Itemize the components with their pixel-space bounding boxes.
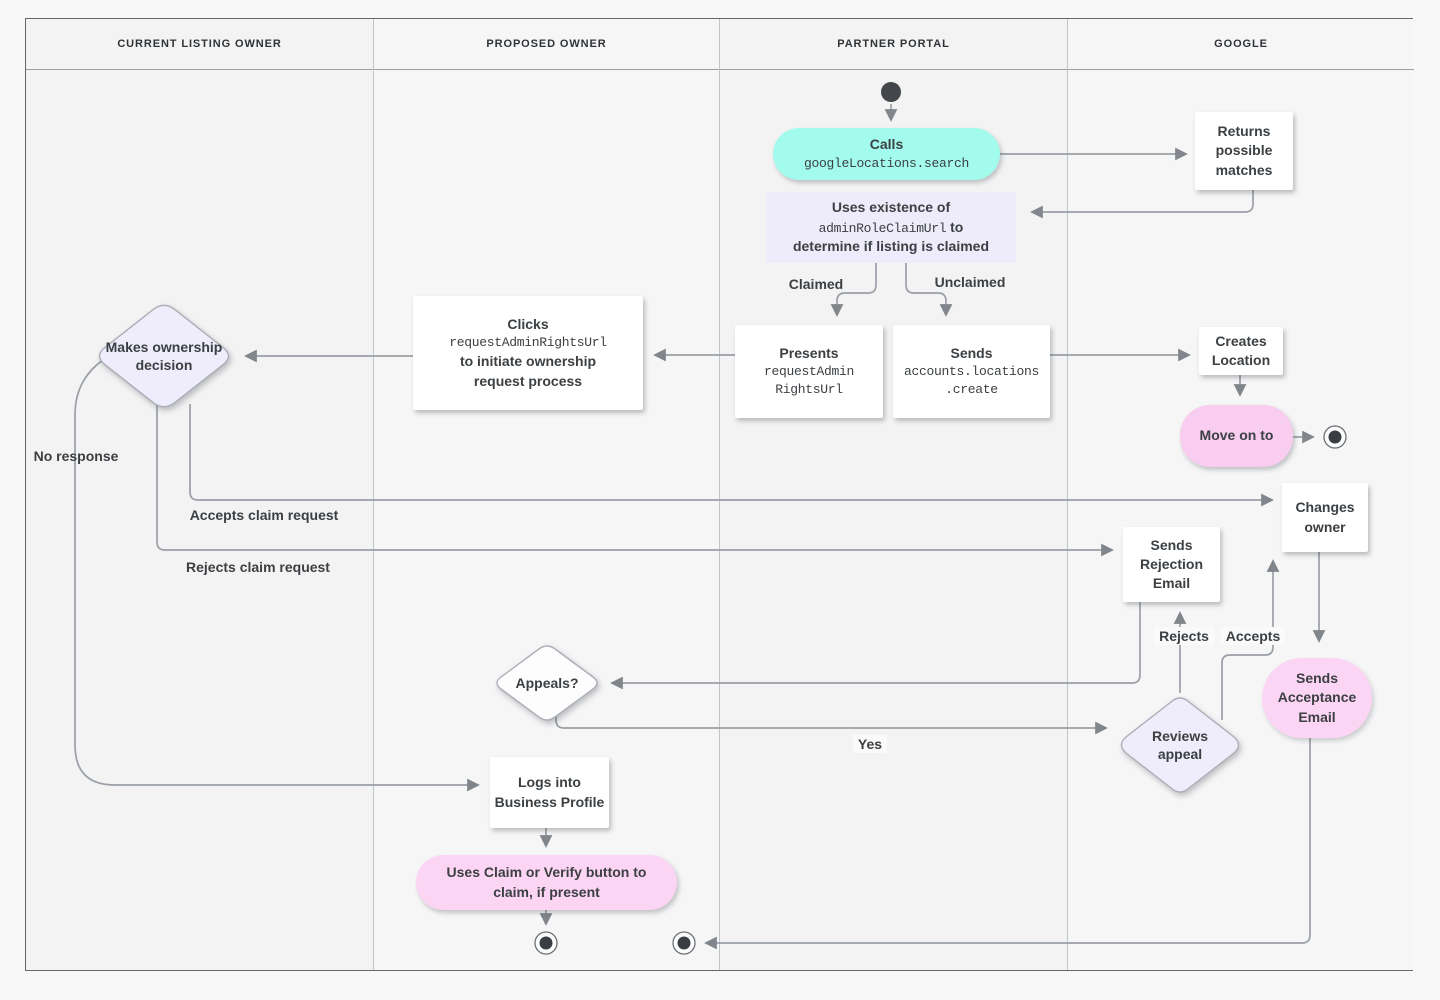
edge-label-yes: Yes <box>852 734 888 754</box>
calls-google-locations-search-node: Calls googleLocations.search <box>773 128 1000 180</box>
edge-label-rejects: Rejects <box>1154 626 1214 646</box>
makes-decision-diamond <box>98 304 230 408</box>
clicks-request-admin-rights-url-node: Clicks requestAdminRightsUrl to initiate… <box>413 296 643 410</box>
edge-label-claimed: Claimed <box>788 275 844 292</box>
edge-appeals-yes-to-reviews <box>555 714 1108 735</box>
presents-request-admin-rights-url-node: Presents requestAdmin RightsUrl <box>735 325 883 418</box>
lane-header-partner-portal: PARTNER PORTAL <box>720 19 1067 70</box>
edge-label-accepts: Accepts <box>1220 626 1286 646</box>
edge-returns-to-uses <box>1030 190 1254 219</box>
end-node-partner-portal <box>672 931 696 955</box>
edge-label-unclaimed: Unclaimed <box>934 273 1006 290</box>
edge-label-accepts-claim-request: Accepts claim request <box>189 506 339 523</box>
move-on-to-node: Move on to <box>1180 405 1293 467</box>
edge-label-no-response: No response <box>33 447 119 464</box>
claim-or-verify-node: Uses Claim or Verify button to claim, if… <box>416 855 677 910</box>
reviews-appeal-label: Reviews appeal <box>1151 727 1209 762</box>
lane-header-proposed-owner: PROPOSED OWNER <box>374 19 719 70</box>
edge-uses-claimed-branch <box>830 263 877 317</box>
appeals-diamond <box>496 645 598 721</box>
edge-accepts-claim-request <box>189 404 1274 507</box>
sends-acceptance-email-node: Sends Acceptance Email <box>1262 658 1372 738</box>
logs-into-business-profile-node: Logs into Business Profile <box>490 757 609 828</box>
edge-rejects-claim-request <box>156 402 1114 557</box>
edge-rejection-to-appeals <box>610 602 1141 690</box>
returns-possible-matches-node: Returns possible matches <box>1195 112 1293 190</box>
changes-owner-node: Changes owner <box>1282 483 1368 552</box>
appeals-label: Appeals? <box>515 674 579 691</box>
makes-decision-label: Makes ownership decision <box>105 338 223 373</box>
edge-uses-unclaimed-branch <box>905 263 953 317</box>
end-node-google <box>1323 425 1347 449</box>
uses-existence-node: Uses existence of adminRoleClaimUrl to d… <box>766 192 1016 263</box>
creates-location-node: Creates Location <box>1199 327 1283 375</box>
sends-rejection-email-node: Sends Rejection Email <box>1123 527 1220 602</box>
lane-header-current-listing-owner: CURRENT LISTING OWNER <box>26 19 373 70</box>
lane-current-listing-owner: CURRENT LISTING OWNER <box>26 19 374 970</box>
edge-label-rejects-claim-request: Rejects claim request <box>186 558 330 575</box>
edge-no-response <box>74 359 480 792</box>
lane-header-google: GOOGLE <box>1068 19 1414 70</box>
start-node <box>881 82 901 102</box>
edge-reviews-accepts-up <box>1221 559 1280 720</box>
edge-acceptance-to-end <box>704 738 1311 950</box>
sends-accounts-locations-create-node: Sends accounts.locations .create <box>893 325 1050 418</box>
reviews-appeal-diamond <box>1120 697 1240 793</box>
end-node-proposed-owner <box>534 931 558 955</box>
